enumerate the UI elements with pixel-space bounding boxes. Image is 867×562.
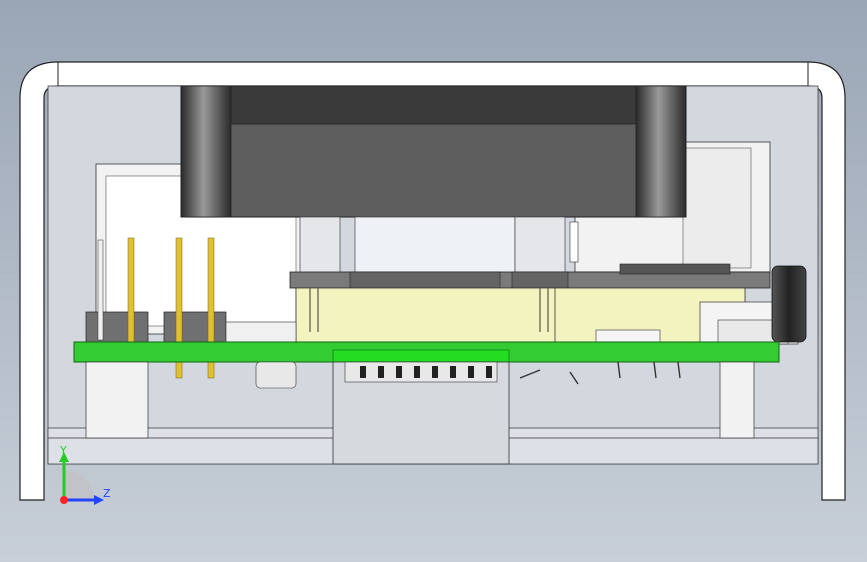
- fan-post-left: [180, 85, 232, 218]
- origin-dot: [60, 496, 68, 504]
- y-arrow-head: [59, 452, 69, 462]
- triad-arc: [64, 470, 94, 500]
- pin-headers: [85, 237, 297, 379]
- under-board-parts: [85, 361, 755, 465]
- axis-triad[interactable]: Y Z: [59, 444, 111, 505]
- z-axis-label: Z: [103, 487, 111, 500]
- pcb: [73, 341, 780, 363]
- module-header: [595, 329, 661, 343]
- sd-connector: [344, 361, 498, 383]
- power-jack: [771, 265, 807, 343]
- fan-post-right: [635, 85, 687, 218]
- z-arrow-head: [94, 495, 104, 505]
- right-components: [699, 265, 807, 345]
- y-axis-label: Y: [59, 444, 67, 457]
- yellow-module: [289, 263, 771, 344]
- fan-standoffs: [299, 216, 566, 276]
- cooling-fan: [180, 85, 687, 218]
